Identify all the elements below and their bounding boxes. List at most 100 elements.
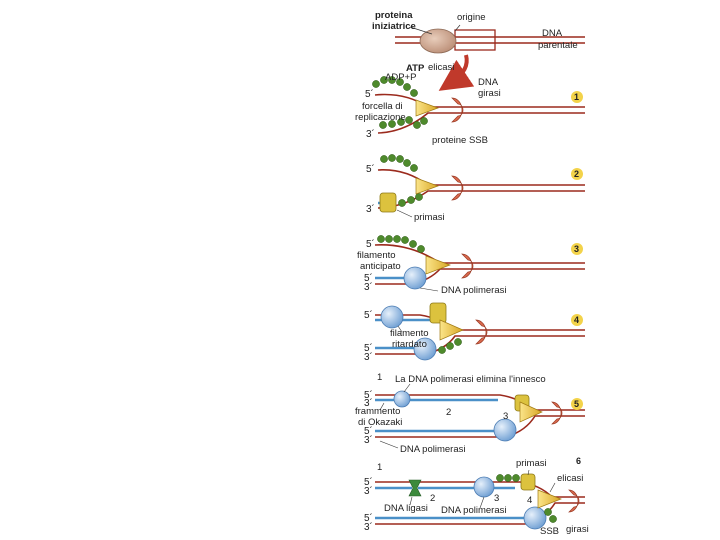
ssb-cluster-lower: [398, 193, 423, 207]
fork-label-line1: forcella di: [362, 101, 403, 112]
ssb-cluster-upper: [496, 474, 520, 482]
primer-removal-caption: La DNA polimerasi elimina l'innesco: [395, 374, 546, 385]
ligase-label: DNA ligasi: [384, 503, 428, 514]
five-prime-end: 5´: [364, 389, 373, 401]
step-number-4: 4: [574, 315, 579, 325]
primase-leader: [396, 209, 413, 218]
gyrase-shape: [451, 97, 464, 123]
polymerase-label: DNA polimerasi: [400, 444, 465, 455]
helicase-label: elicasi: [428, 62, 454, 73]
okazaki-label-line1: frammento: [355, 406, 400, 417]
panel-4: filamento ritardato 5´ 5´ 3´ 4: [364, 302, 585, 363]
helicase-shape: [415, 99, 440, 117]
ssb-label: SSB: [540, 526, 559, 537]
dna-polymerase-leading: [493, 418, 517, 442]
lagging-label-line2: ritardato: [392, 339, 427, 350]
three-prime-end-lower: 3´: [364, 521, 373, 533]
three-prime-end: 3´: [364, 281, 373, 293]
origin-panel: proteina iniziatrice origine DNA parenta…: [372, 10, 585, 91]
marker-3: 3: [503, 411, 508, 422]
adp-label: ADP+P: [385, 72, 416, 83]
initiator-protein-shape: [419, 28, 457, 54]
curved-arrow-icon: [438, 54, 475, 91]
origin-box: [454, 29, 496, 51]
ligase-leader: [409, 496, 413, 506]
primer-removal-leader: [403, 383, 411, 393]
polymerase-leader: [419, 287, 439, 292]
five-prime-end-lower: 5´: [364, 272, 373, 284]
initiator-label-line2: iniziatrice: [372, 21, 416, 32]
five-prime-end-lower: 5´: [364, 512, 373, 524]
panel-1: ATP elicasi ADP+P DNA girasi forcella di…: [355, 62, 585, 146]
step-number-3: 3: [574, 244, 579, 254]
atp-label: ATP: [406, 63, 425, 74]
fork-label-line2: replicazione: [355, 112, 406, 123]
lagging-label-line1: filamento: [390, 328, 429, 339]
gyrase-shape: [568, 489, 580, 513]
step-badge-2: [571, 168, 583, 180]
primase-shape: [379, 192, 397, 213]
gyrase-shape: [461, 253, 474, 279]
step-badge-4: [571, 314, 583, 326]
three-prime-end-lower: 3´: [364, 434, 373, 446]
initiator-label-line1: proteina: [375, 10, 413, 21]
initiator-leader: [409, 26, 433, 35]
five-prime-end: 5´: [365, 88, 374, 100]
leading-label-line1: filamento: [357, 250, 396, 261]
helicase-shape: [537, 489, 562, 509]
panel-2: primasi 5´ 3´ 2: [366, 154, 585, 223]
step-number-2: 2: [574, 169, 579, 179]
gyrase-label-line1: DNA: [478, 77, 499, 88]
helicase-label: elicasi: [557, 473, 583, 484]
dna-polymerase-lagging: [473, 476, 495, 498]
panel-5: La DNA polimerasi elimina l'innesco 1 2 …: [355, 372, 585, 455]
five-prime-end: 5´: [364, 476, 373, 488]
five-prime-end-lower: 5´: [364, 425, 373, 437]
marker-1: 1: [377, 462, 382, 473]
marker-1: 1: [377, 372, 382, 383]
helicase-shape: [439, 319, 464, 341]
primase-leader: [527, 469, 530, 476]
primase-shape: [520, 473, 536, 491]
gyrase-shape: [551, 401, 563, 425]
polymerase-leader: [479, 496, 485, 509]
three-prime-end: 3´: [364, 397, 373, 409]
okazaki-leader: [379, 402, 385, 411]
ssb-cluster-lower: [438, 338, 462, 354]
five-prime-end: 5´: [366, 163, 375, 175]
helicase-shape: [519, 401, 543, 423]
step-badge-5: [571, 398, 583, 410]
panel-3: filamento anticipato DNA polimerasi 5´ 5…: [357, 235, 585, 296]
parental-dna-label-line1: DNA: [542, 28, 563, 39]
panel-6: primasi elicasi DNA ligasi DNA polimeras…: [364, 456, 589, 537]
primase-label: primasi: [516, 458, 547, 469]
leading-label-line2: anticipato: [360, 261, 401, 272]
gyrase-label-line2: girasi: [478, 88, 501, 99]
dna-polymerase-shape: [403, 266, 427, 290]
lagging-leader: [397, 325, 403, 333]
primase-label: primasi: [414, 212, 445, 223]
polymerase-label: DNA polimerasi: [441, 505, 506, 516]
step-badge-3: [571, 243, 583, 255]
helicase-shape: [425, 255, 451, 275]
parental-dna-label-line2: parentale: [538, 40, 578, 51]
dna-polymerase-primer-removal: [393, 390, 411, 408]
marker-2: 2: [446, 407, 451, 418]
gyrase-label: girasi: [566, 524, 589, 535]
step-number-1: 1: [574, 92, 579, 102]
dna-polymerase-leading: [523, 506, 547, 530]
polymerase-leader: [379, 440, 399, 449]
okazaki-label-line2: di Okazaki: [358, 417, 402, 428]
three-prime-end: 3´: [364, 485, 373, 497]
ssb-cluster-upper: [372, 76, 418, 97]
gyrase-shape: [451, 175, 464, 201]
five-prime-end: 5´: [366, 238, 375, 250]
three-prime-end: 3´: [364, 351, 373, 363]
origin-label: origine: [457, 12, 486, 23]
lower-fork-strand: [377, 112, 440, 134]
marker-3: 3: [494, 493, 499, 504]
ssb-label: proteine SSB: [432, 135, 488, 146]
five-prime-end-lower: 5´: [364, 342, 373, 354]
